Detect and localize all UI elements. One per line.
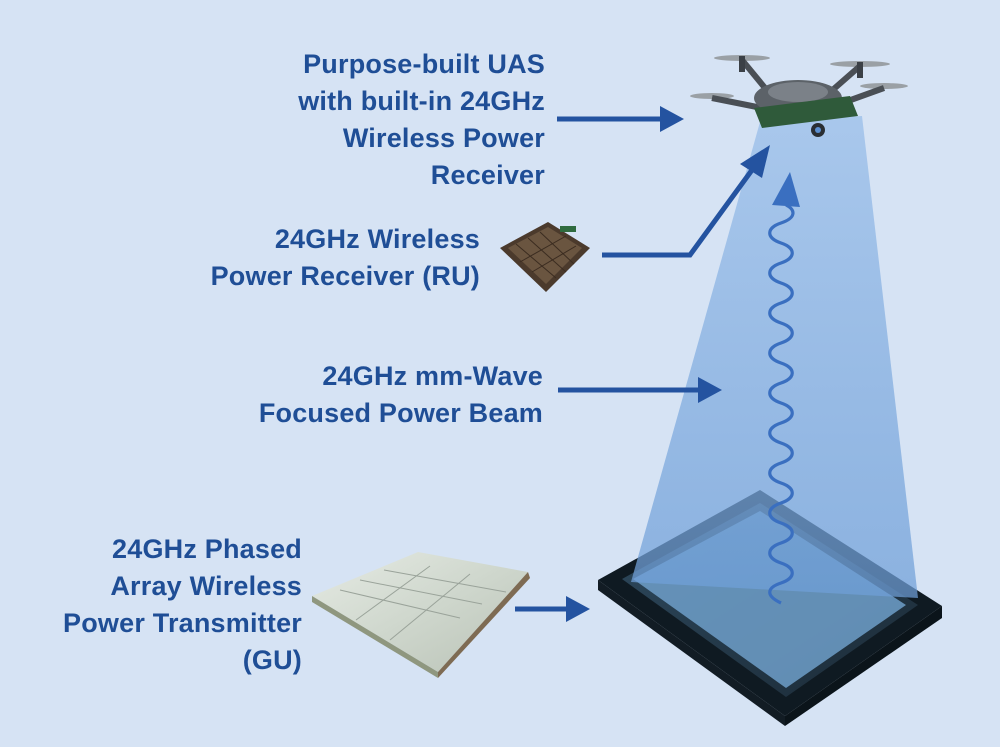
- receiver-module-image: [500, 222, 590, 292]
- label-power-beam-line-2: Focused Power Beam: [259, 395, 543, 432]
- label-transmitter: 24GHz Phased Array Wireless Power Transm…: [63, 531, 302, 679]
- label-uas-line-1: Purpose-built UAS: [298, 46, 545, 83]
- transmitter-module-image: [312, 552, 530, 678]
- label-transmitter-line-4: (GU): [63, 642, 302, 679]
- label-transmitter-line-2: Array Wireless: [63, 568, 302, 605]
- power-beam-cone: [631, 116, 918, 598]
- label-transmitter-line-3: Power Transmitter: [63, 605, 302, 642]
- label-uas: Purpose-built UAS with built-in 24GHz Wi…: [298, 46, 545, 194]
- arrow-gu: [515, 596, 590, 622]
- label-receiver-line-2: Power Receiver (RU): [211, 258, 480, 295]
- label-uas-line-4: Receiver: [298, 157, 545, 194]
- label-transmitter-line-1: 24GHz Phased: [63, 531, 302, 568]
- label-uas-line-3: Wireless Power: [298, 120, 545, 157]
- label-power-beam: 24GHz mm-Wave Focused Power Beam: [259, 358, 543, 432]
- label-receiver: 24GHz Wireless Power Receiver (RU): [211, 221, 480, 295]
- arrow-uas: [557, 106, 684, 132]
- label-receiver-line-1: 24GHz Wireless: [211, 221, 480, 258]
- label-uas-line-2: with built-in 24GHz: [298, 83, 545, 120]
- label-power-beam-line-1: 24GHz mm-Wave: [259, 358, 543, 395]
